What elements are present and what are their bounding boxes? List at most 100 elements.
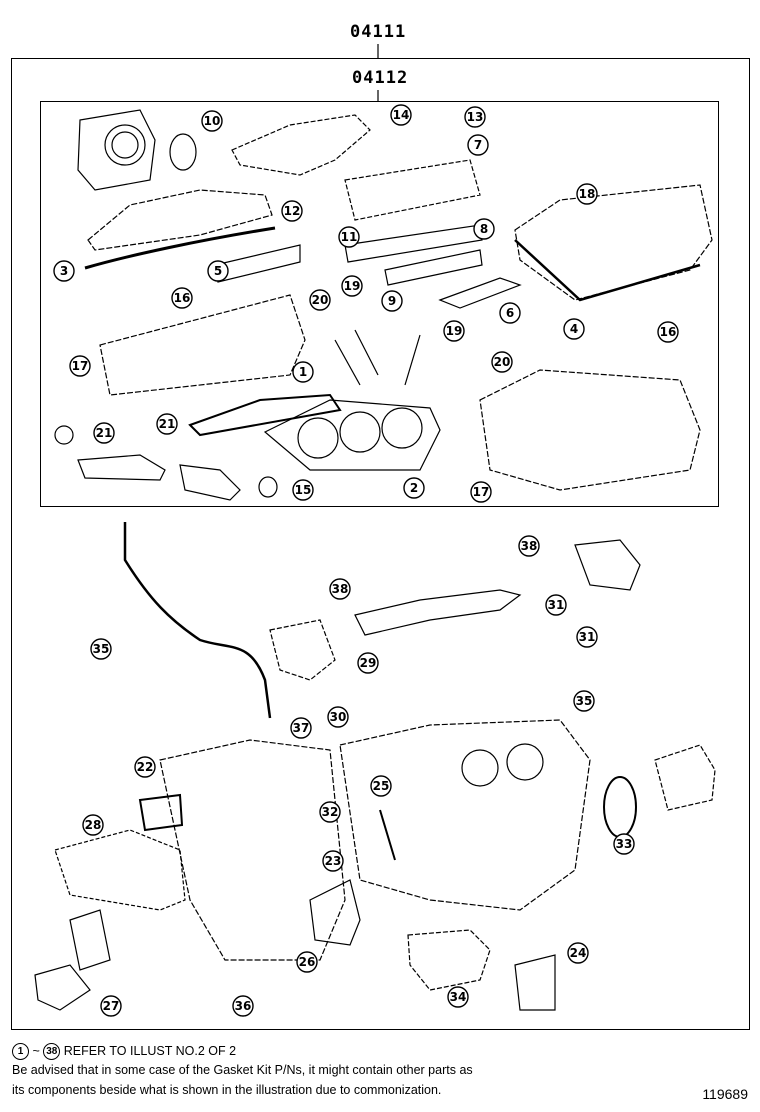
block-bore-2 — [506, 743, 544, 781]
valve-1 — [334, 339, 361, 386]
callout-label-29: 29 — [360, 656, 377, 670]
callout-circle-3 — [53, 260, 75, 282]
timing-cover — [159, 739, 346, 961]
callout-circle-33 — [613, 833, 635, 855]
callout-circle-13 — [464, 106, 486, 128]
intake-plenum — [231, 114, 371, 176]
callout-circle-32 — [319, 801, 341, 823]
callout-label-23: 23 — [325, 854, 342, 868]
callout-circle-17 — [69, 355, 91, 377]
callout-circle-14 — [390, 104, 412, 126]
valve-3 — [404, 334, 421, 386]
callout-label-21: 21 — [159, 417, 176, 431]
callout-circle-15 — [292, 479, 314, 501]
callout-circle-1 — [292, 361, 314, 383]
callout-label-1: 1 — [299, 365, 307, 379]
callout-circle-37 — [290, 717, 312, 739]
intake-manifold — [344, 159, 481, 221]
callout-circle-36 — [232, 995, 254, 1017]
dipstick-guide — [123, 522, 272, 719]
oil-pan — [407, 929, 491, 991]
callout-circle-35 — [573, 690, 595, 712]
thermostat-housing — [574, 539, 641, 591]
callout-label-31: 31 — [548, 598, 565, 612]
water-bypass-pipe — [354, 589, 522, 636]
callout-circle-16 — [171, 287, 193, 309]
range-start-badge: 1 — [12, 1043, 29, 1060]
callout-circle-21 — [156, 413, 178, 435]
callout-label-35: 35 — [576, 694, 593, 708]
exhaust-gasket-right — [438, 277, 522, 309]
callout-label-38: 38 — [332, 582, 349, 596]
head-gasket-left — [188, 393, 342, 437]
oil-pump — [309, 879, 361, 946]
subkit-frame — [40, 101, 719, 507]
callout-circle-4 — [563, 318, 585, 340]
callout-label-19: 19 — [446, 324, 463, 338]
callout-label-38: 38 — [521, 539, 538, 553]
bore-3 — [381, 407, 423, 449]
callout-label-37: 37 — [293, 721, 310, 735]
subkit-part-number: 04112 — [352, 68, 409, 88]
cover-gasket — [84, 226, 276, 270]
callout-circle-6 — [499, 302, 521, 324]
callout-label-5: 5 — [214, 264, 222, 278]
callout-label-36: 36 — [235, 999, 252, 1013]
callout-circle-10 — [201, 110, 223, 132]
callout-label-10: 10 — [204, 114, 221, 128]
gasket-22 — [138, 793, 184, 832]
valve-cover-gasket — [514, 239, 701, 302]
callout-circle-20 — [491, 351, 513, 373]
refer-text: REFER TO ILLUST NO.2 OF 2 — [63, 1043, 237, 1058]
timing-cover-gasket — [54, 829, 186, 911]
bore-1 — [297, 417, 339, 459]
cylinder-block-lower — [339, 719, 591, 911]
callout-circle-18 — [576, 183, 598, 205]
callout-label-15: 15 — [295, 483, 312, 497]
water-inlet-housing — [269, 619, 336, 681]
callout-circle-28 — [82, 814, 104, 836]
callout-label-4: 4 — [570, 322, 578, 336]
callout-circle-16 — [657, 321, 679, 343]
callout-circle-8 — [473, 218, 495, 240]
o-ring-21 — [54, 425, 74, 445]
manifold-gasket-upper — [344, 224, 483, 263]
callout-label-27: 27 — [103, 999, 120, 1013]
callout-circle-23 — [322, 850, 344, 872]
callout-label-9: 9 — [388, 294, 396, 308]
callout-label-32: 32 — [322, 805, 339, 819]
callout-circle-19 — [341, 275, 363, 297]
oil-strainer — [514, 954, 556, 1011]
callout-label-16: 16 — [660, 325, 677, 339]
rear-oil-seal — [603, 776, 637, 838]
kit-part-number: 04111 — [350, 22, 407, 42]
callout-label-35: 35 — [93, 642, 110, 656]
exhaust-gasket-left — [214, 244, 301, 283]
callout-circle-9 — [381, 290, 403, 312]
water-outlet — [179, 464, 241, 501]
oil-seal-15 — [258, 476, 278, 498]
intake-cover — [87, 189, 273, 251]
callout-circle-11 — [338, 226, 360, 248]
callout-label-26: 26 — [299, 955, 316, 969]
callout-circle-24 — [567, 942, 589, 964]
callout-label-2: 2 — [410, 481, 418, 495]
callout-circle-38 — [518, 535, 540, 557]
callout-label-17: 17 — [473, 485, 490, 499]
callout-circle-30 — [327, 706, 349, 728]
range-tilde: ~ — [32, 1043, 40, 1058]
callout-label-20: 20 — [494, 355, 511, 369]
callout-circle-31 — [576, 626, 598, 648]
callout-label-16: 16 — [174, 291, 191, 305]
valve-2 — [354, 329, 379, 376]
callout-label-12: 12 — [284, 204, 301, 218]
throttle-body — [77, 109, 156, 191]
callout-circle-27 — [100, 995, 122, 1017]
oil-filter — [69, 909, 111, 971]
callout-circle-35 — [90, 638, 112, 660]
callout-circle-21 — [93, 422, 115, 444]
callout-label-7: 7 — [474, 138, 482, 152]
block-bore-1 — [461, 749, 499, 787]
callout-label-31: 31 — [579, 630, 596, 644]
